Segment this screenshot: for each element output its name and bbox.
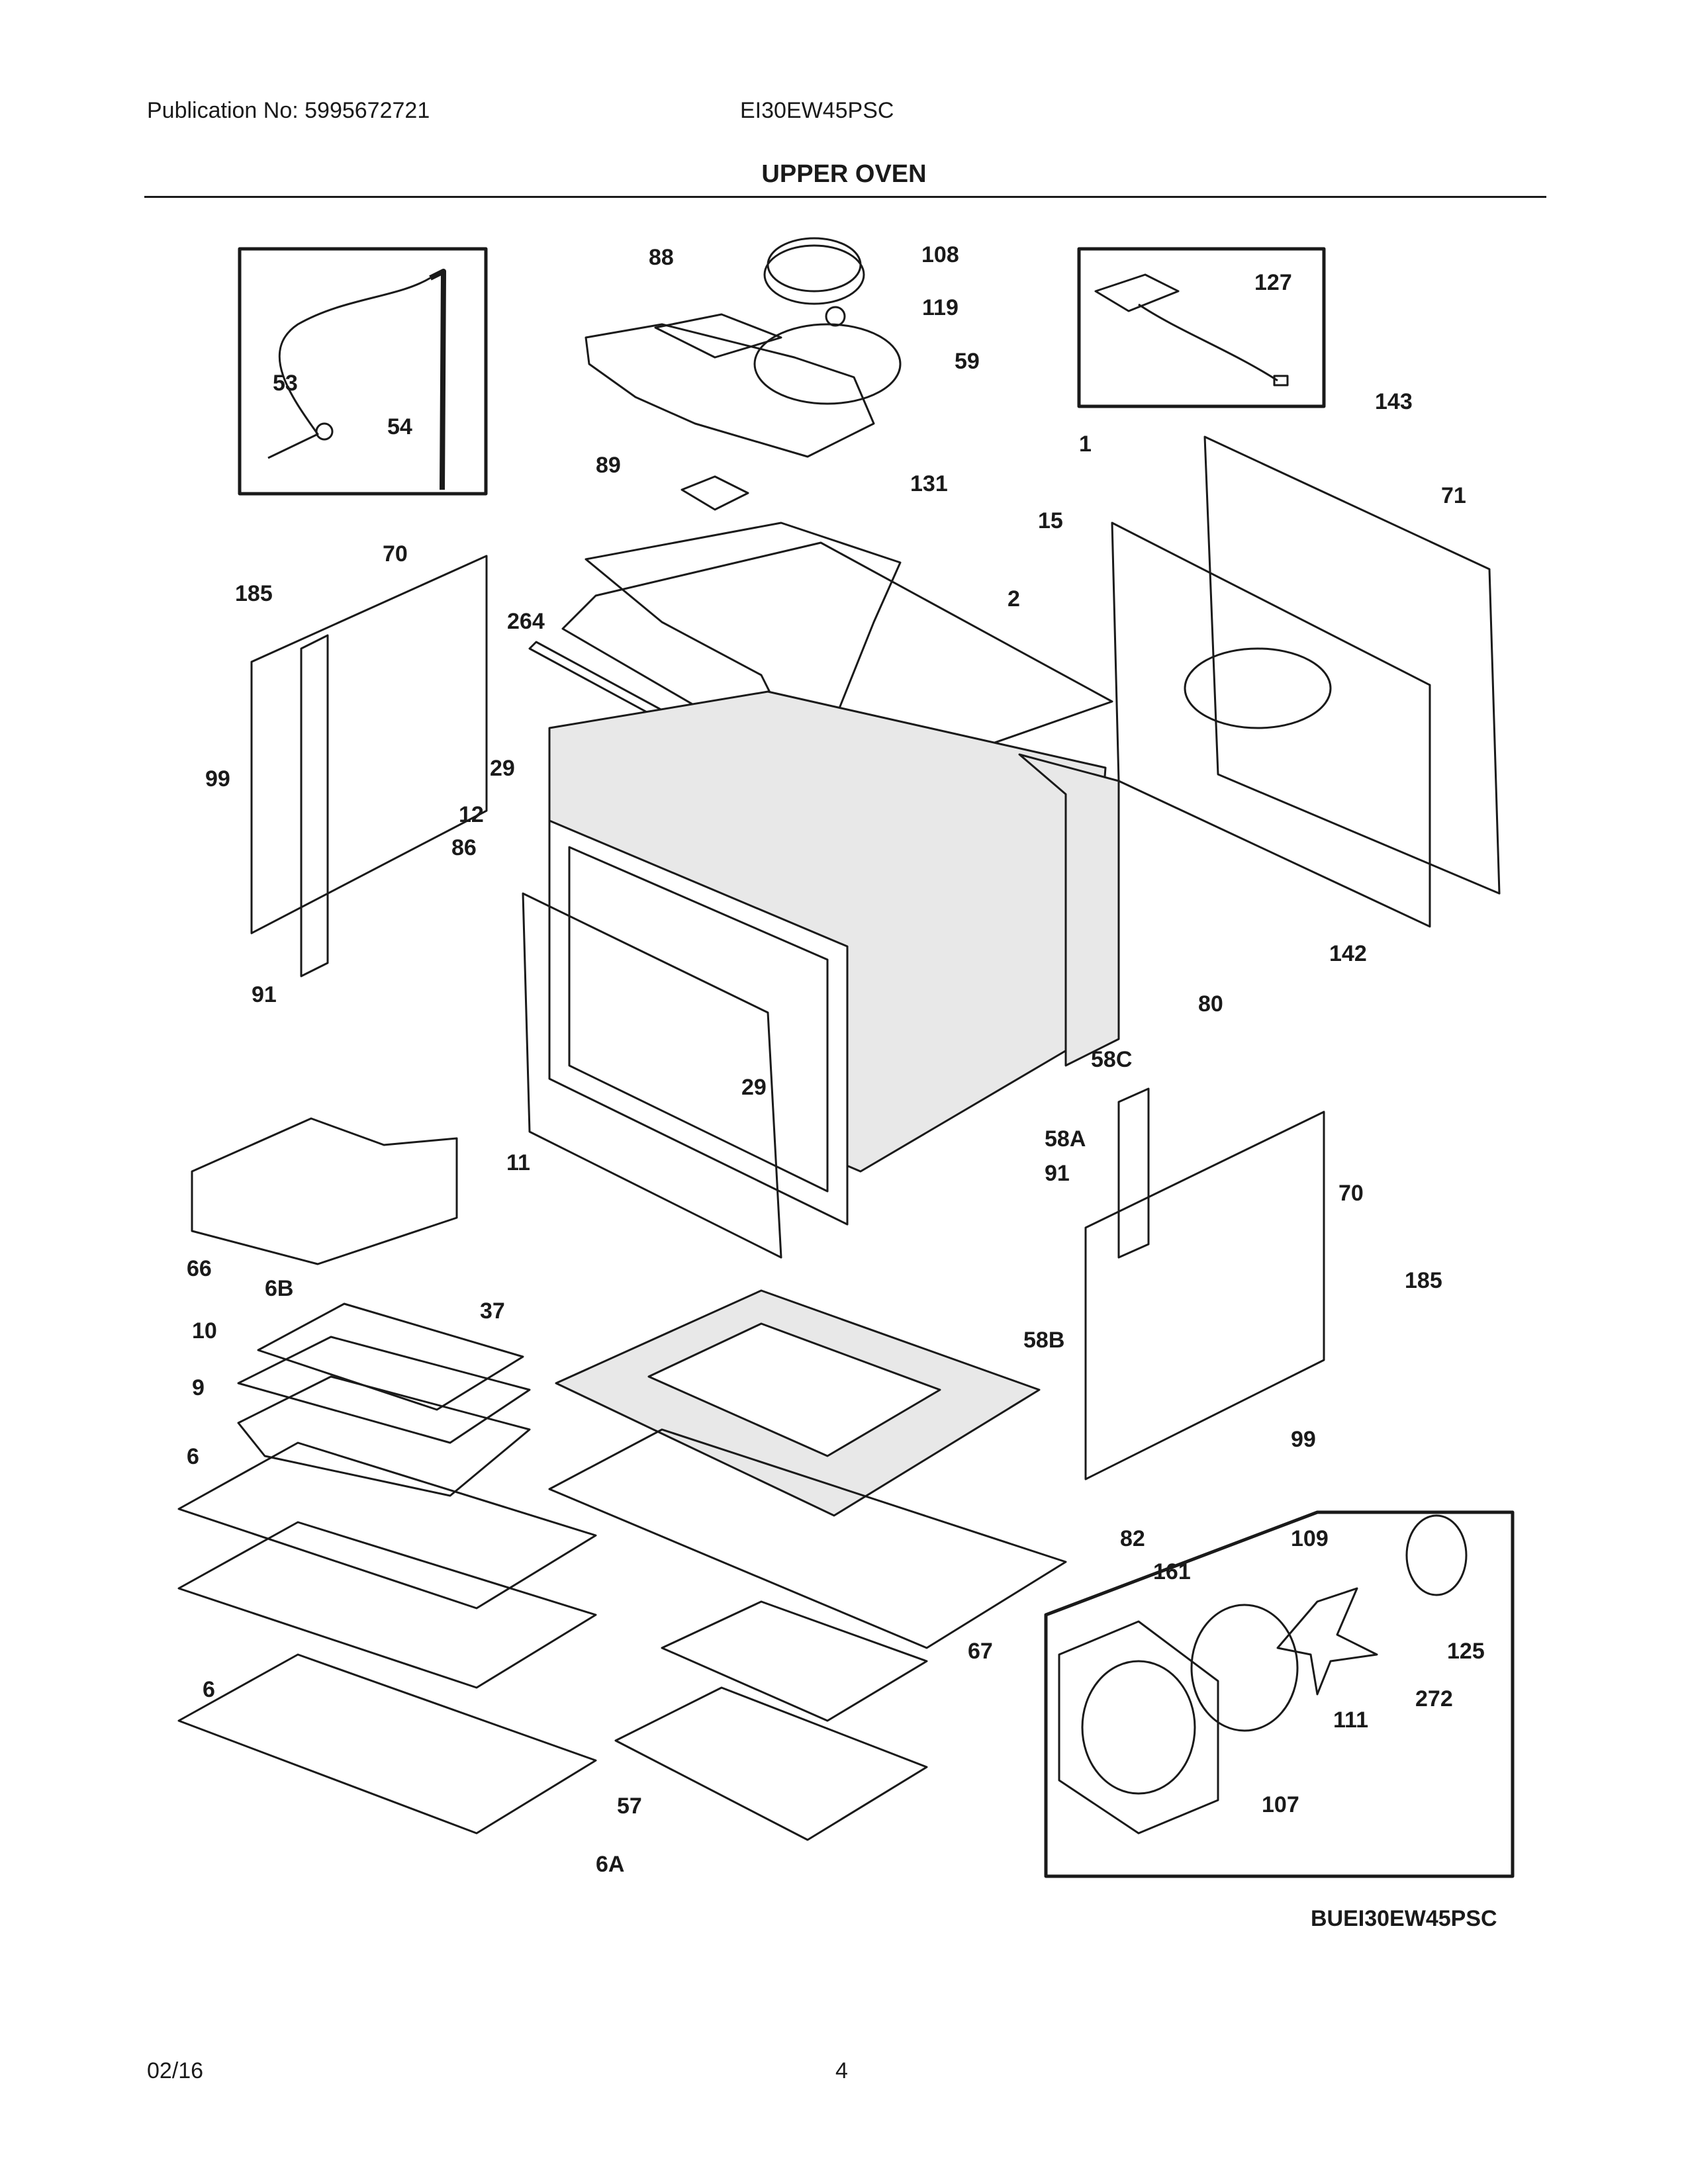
callout-1: 1 [1079,432,1092,457]
callout-70-right: 70 [1338,1181,1364,1206]
fan-shroud [753,323,902,405]
callout-111: 111 [1333,1707,1368,1733]
left-side-trim-91 [300,634,329,978]
broil-pan-9 [237,1375,531,1497]
callout-142: 142 [1329,941,1367,966]
callout-109: 109 [1291,1526,1329,1551]
callout-66: 66 [187,1256,212,1281]
harness-board [1094,273,1180,312]
callout-67: 67 [968,1639,993,1664]
oven-rack-6-top [177,1441,597,1610]
bottom-tray-82 [548,1428,1067,1649]
callout-53: 53 [273,371,298,396]
rear-panel [1111,522,1431,928]
callout-161: 161 [1153,1559,1191,1584]
callout-264: 264 [507,609,545,634]
callout-107: 107 [1262,1792,1299,1817]
callout-59: 59 [955,349,980,374]
callout-6-bottom: 6 [203,1677,215,1702]
callout-272: 272 [1415,1686,1453,1711]
thermostat [680,475,749,511]
callout-58B: 58B [1023,1328,1064,1353]
callout-99-left: 99 [205,766,230,792]
fan-inset-box [1044,1510,1515,1878]
fan-blade-109 [1276,1587,1378,1696]
right-side-panel [1084,1111,1325,1480]
callout-71: 71 [1441,483,1466,508]
callout-6A: 6A [596,1852,624,1877]
callout-29-upper: 29 [490,756,515,781]
broil-element [191,1117,458,1265]
callout-10: 10 [192,1318,217,1343]
callout-125: 125 [1447,1639,1485,1664]
back-cover [1203,435,1501,895]
rear-panel-cutout [1184,647,1332,729]
duct-cover [654,313,782,359]
insulation-58B-window [647,1322,941,1457]
callout-91-right: 91 [1045,1161,1070,1186]
oven-rack-6-bottom [177,1521,597,1689]
bake-element-67 [661,1600,928,1722]
fan-cover-107 [1058,1620,1219,1835]
oven-rack-6A [177,1653,597,1835]
air-duct [585,323,875,458]
oven-cavity-opening [568,846,829,1193]
harness-wires [1138,303,1278,382]
callout-6-top: 6 [187,1444,199,1469]
callout-119: 119 [922,295,959,320]
sensor-inset-box [238,247,488,496]
callout-15: 15 [1038,508,1063,533]
right-side-trim-91 [1117,1087,1150,1259]
footer-date: 02/16 [147,2058,204,2083]
callout-58C: 58C [1091,1047,1132,1072]
callout-80: 80 [1198,991,1223,1017]
callout-2: 2 [1008,586,1020,612]
callout-6B: 6B [265,1276,293,1301]
callout-58A: 58A [1045,1126,1086,1152]
callout-99-right: 99 [1291,1427,1316,1452]
callout-86-left: 86 [451,835,477,860]
callout-11: 11 [506,1150,530,1175]
footer-page-number: 4 [835,2058,848,2083]
fan-motor-125 [1405,1514,1468,1596]
callout-88: 88 [649,245,674,270]
callout-131: 131 [910,471,948,496]
fan-element-161 [1190,1604,1299,1732]
callout-143: 143 [1375,389,1413,414]
callout-127: 127 [1254,270,1292,295]
sensor-bulb [315,422,334,441]
callout-57: 57 [617,1794,642,1819]
callout-12: 12 [459,802,484,827]
exploded-parts-diagram: 108 88 119 59 127 53 54 89 131 143 1 71 … [177,237,1515,1931]
callout-37: 37 [480,1298,505,1324]
callout-29-lower: 29 [741,1075,767,1100]
sensor-probe [267,277,431,459]
fan-grille [1081,1660,1196,1795]
callout-185-right: 185 [1405,1268,1442,1293]
callout-54: 54 [387,414,412,439]
harness-plug [1273,375,1289,387]
left-side-panel [250,555,488,934]
callout-82: 82 [1120,1526,1145,1551]
sensor-wire [429,269,446,490]
callout-108: 108 [921,242,959,267]
section-title: UPPER OVEN [761,160,927,188]
callout-70-left: 70 [383,541,408,567]
diagram-code: BUEI30EW45PSC [1311,1906,1497,1931]
harness-inset-box [1077,247,1326,408]
oven-liner-side [1018,753,1120,1067]
callout-9: 9 [192,1375,205,1400]
convection-motor-base [763,244,865,305]
publication-number: Publication No: 5995672721 [147,98,430,123]
model-number: EI30EW45PSC [740,98,894,123]
callout-91-left: 91 [252,982,277,1007]
callout-89: 89 [596,453,621,478]
header-rule [144,196,1546,198]
broil-pan-10 [237,1336,531,1444]
oven-front-frame [548,819,849,1226]
callout-185-left: 185 [235,581,273,606]
motor-cap [825,306,846,327]
bottom-cover-57 [614,1686,928,1841]
door-gasket-11 [522,892,782,1259]
